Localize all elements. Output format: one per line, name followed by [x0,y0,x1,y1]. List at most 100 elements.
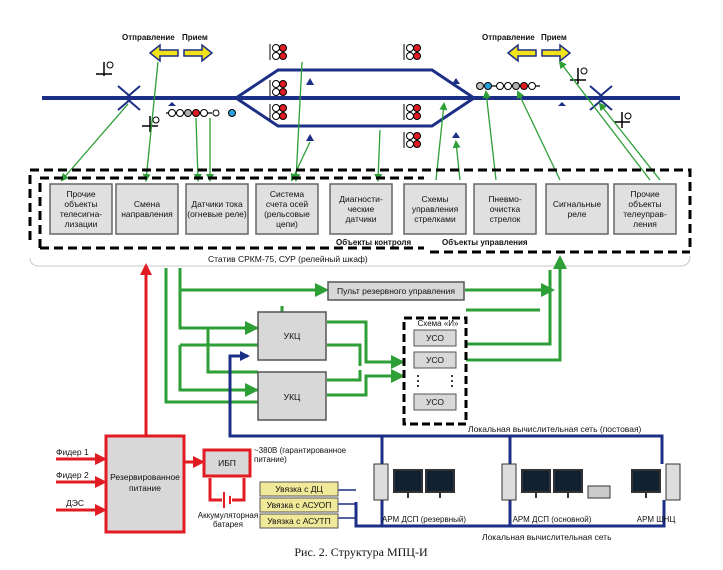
object-box-9-line-1: Прочие [630,189,660,199]
lan-label: Локальная вычислительная сеть [482,532,612,542]
ups-label: ИБП [218,458,236,468]
direction-indicator-right: Отправление Прием [482,33,572,63]
siding-loop-top [231,68,479,100]
uso-label-3: УСО [426,397,444,407]
object-box-3-line-2: (огневые реле) [187,209,247,219]
object-box-2-line-1: Смена [134,199,160,209]
uso-ellipsis [417,375,453,387]
pc-tower-icon [373,463,389,501]
link-asutp-button[interactable]: Увязка с АСУТП [259,513,339,529]
pc-tower-icon [501,463,517,501]
insulating-joint-right [589,85,613,111]
uso-unit-2[interactable]: УСО [413,351,457,369]
object-box-8-line-2: реле [568,209,587,219]
monitor-icon [553,469,583,493]
object-box-6-line-3: стрелками [414,214,456,224]
object-box-4-line-3: (рельсовые [264,209,310,219]
arrow-right-icon [183,43,214,63]
link-asuop-label: Увязка с АСУОП [267,500,332,510]
power-lines [56,263,246,516]
group-control-label: Объекты контроля [336,238,412,247]
monitor-icon [393,469,423,493]
des-label: ДЭС [66,498,84,508]
object-box-8-line-1: Сигнальные [553,199,602,209]
direction-indicator-left: Отправление Прием [122,33,214,63]
network-lines [228,351,666,528]
track-markers [168,78,566,141]
object-box-4-line-4: цепи) [276,219,298,229]
signal-left-lights [166,109,236,117]
battery-icon: Аккумуляторная батарея [198,492,258,529]
reserved-power-label-1: Резервированное [110,472,180,482]
uso-unit-1[interactable]: УСО [413,329,457,347]
uso-unit-3[interactable]: УСО [413,393,457,411]
object-box-7-line-2: очистка [490,204,521,214]
signal-right-bottom [614,112,632,128]
battery-label-2: батарея [213,520,243,529]
workstation-dsp-reserve-label: АРМ ДСП (резервный) [382,515,466,524]
signals [96,44,632,148]
object-box-5-line-1: Диагности- [339,194,383,204]
workstation-dsp-reserve[interactable]: АРМ ДСП (резервный) [373,463,466,524]
reserved-power-box[interactable]: Резервированное питание [104,434,186,534]
field-to-object-links [60,60,661,182]
feeder-labels: Фидер 1 Фидер 2 ДЭС [56,447,89,508]
group-management-label: Объекты управления [442,238,528,247]
signal-right-top [570,67,588,84]
control-flows [164,255,567,404]
monitor-icon [425,469,455,493]
link-dc-button[interactable]: Увязка с ДЦ [259,481,339,497]
object-box-9-line-2: объекты [628,199,661,209]
signal-right-lights [476,82,540,90]
scheme-and-label: Схема «И» [418,319,460,328]
rack-label: Статив СРКМ-75, СУР (релейный шкаф) [208,254,368,264]
object-box-1-line-1: Прочие [66,189,96,199]
workstation-shnc[interactable]: АРМ ШНЦ [631,463,681,524]
battery-label-1: Аккумуляторная [198,511,258,520]
guaranteed-power-label-2: питание) [254,455,287,464]
object-box-6-line-1: Схемы [422,194,449,204]
ukc-label-1: УКЦ [284,331,301,341]
arrow-right-icon [541,43,572,63]
workstation-dsp-main[interactable]: АРМ ДСП (основной) [501,463,611,524]
ukc-unit-2[interactable]: УКЦ [257,371,327,421]
object-box-4-line-1: Система [270,189,305,199]
link-asutp-label: Увязка с АСУТП [267,516,331,526]
object-box-1-line-4: лизации [65,219,98,229]
relay-rack: Статив СРКМ-75, СУР (релейный шкаф) Объе… [28,168,692,267]
monitor-icon [631,469,661,493]
arrow-left-icon [148,43,179,63]
object-box-5-line-3: датчики [345,214,376,224]
direction-left-send: Отправление [122,33,175,42]
object-box-4-line-2: счета осей [266,199,309,209]
object-box-1-line-3: телесигна- [60,209,102,219]
direction-right-receive: Прием [541,33,567,42]
guaranteed-power-note: ~380В (гарантированное питание) [254,446,347,464]
pc-tower-icon [665,463,681,501]
feeder-2-label: Фидер 2 [56,470,89,480]
scheme-and: Схема «И» УСО УСО УСО [402,316,468,426]
ukc-unit-1[interactable]: УКЦ [257,311,327,361]
signal-left-top [96,61,114,76]
link-asuop-button[interactable]: Увязка с АСУОП [259,497,339,513]
ups-box[interactable]: ИБП [202,448,252,478]
printer-icon [587,485,611,499]
uso-label-2: УСО [426,355,444,365]
signal-heads-middle [269,44,421,148]
object-box-3[interactable]: Датчики тока(огневые реле) [185,183,249,235]
feeder-1-label: Фидер 1 [56,447,89,457]
object-box-9-line-4: ления [633,219,657,229]
reserve-panel[interactable]: Пульт резервного управления [327,281,465,301]
object-box-7-line-3: стрелок [490,214,521,224]
insulating-joint-left [117,85,141,111]
monitor-icon [521,469,551,493]
object-box-9-line-3: телеуправ- [623,209,667,219]
